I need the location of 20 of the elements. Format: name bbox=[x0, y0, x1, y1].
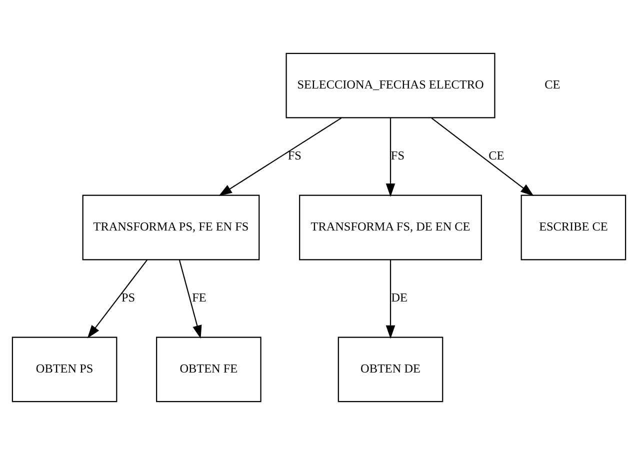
arrow bbox=[386, 118, 396, 196]
node-box: SELECCIONA_FECHAS ELECTRO bbox=[286, 52, 496, 118]
arrow bbox=[431, 117, 534, 196]
label: CE bbox=[544, 77, 560, 92]
edge-label: FS bbox=[390, 148, 404, 162]
edge-label: PS bbox=[122, 290, 136, 304]
arrow bbox=[178, 259, 202, 338]
node-box: TRANSFORMA FS, DE EN CE bbox=[299, 194, 482, 260]
edge-label: FE bbox=[192, 290, 206, 304]
edge-label: CE bbox=[488, 148, 504, 162]
edge-label: FS bbox=[288, 148, 302, 162]
node-box: ESCRIBE CE bbox=[520, 194, 626, 260]
node-box: OBTEN PS bbox=[12, 336, 118, 402]
edge-label: DE bbox=[391, 290, 408, 304]
arrow bbox=[386, 259, 396, 338]
node-box: TRANSFORMA PS, FE EN FS bbox=[82, 194, 260, 260]
arrow bbox=[87, 259, 148, 338]
arrow bbox=[218, 117, 342, 196]
node-box: OBTEN FE bbox=[156, 336, 262, 402]
node-box: OBTEN DE bbox=[338, 336, 444, 402]
